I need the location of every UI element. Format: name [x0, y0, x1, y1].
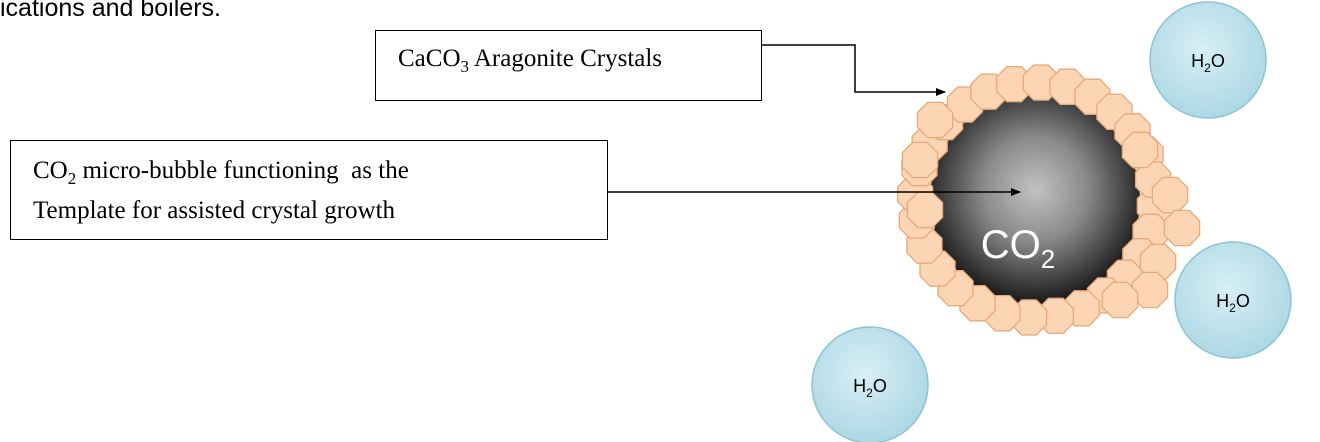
header-text: ications and boilers.: [0, 0, 221, 22]
aragonite-label-text: Aragonite Crystals: [469, 45, 663, 72]
aragonite-crystal: [1101, 281, 1139, 319]
svg-text:H2O: H2O: [1216, 291, 1250, 315]
co2-bubble-label: CO2: [981, 223, 1055, 274]
co2-template-text: micro-bubble functioning as the: [76, 157, 409, 184]
aragonite-crystal: [916, 101, 954, 139]
co2-template-line-1: CO2 micro-bubble functioning as the: [33, 155, 607, 195]
svg-text:H2O: H2O: [1191, 51, 1225, 75]
co2-template-label-box: CO2 micro-bubble functioning as the Temp…: [10, 140, 608, 240]
aragonite-crystal: [901, 141, 939, 179]
co2-template-line-2: Template for assisted crystal growth: [33, 197, 396, 224]
co2-formula-subscript: 2: [67, 169, 77, 188]
svg-text:H2O: H2O: [853, 376, 887, 400]
aragonite-crystal-shell: [896, 64, 1201, 336]
aragonite-crystal: [1121, 131, 1159, 169]
co2-formula: CO: [33, 157, 68, 184]
aragonite-crystal: [1163, 209, 1201, 247]
aragonite-formula: CaCO: [398, 45, 461, 72]
aragonite-crystal: [1131, 271, 1169, 309]
aragonite-crystal: [906, 191, 944, 229]
aragonite-formula-subscript: 3: [460, 57, 470, 76]
water-molecule-top: H2O: [1149, 1, 1267, 119]
co2-bubble: [930, 95, 1140, 305]
water-molecule-bottom: H2O: [811, 326, 929, 442]
aragonite-arrow: [762, 44, 946, 96]
aragonite-label-box: CaCO3 Aragonite Crystals: [375, 30, 762, 101]
water-molecule-right: H2O: [1174, 241, 1292, 359]
aragonite-crystal: [1151, 176, 1189, 214]
